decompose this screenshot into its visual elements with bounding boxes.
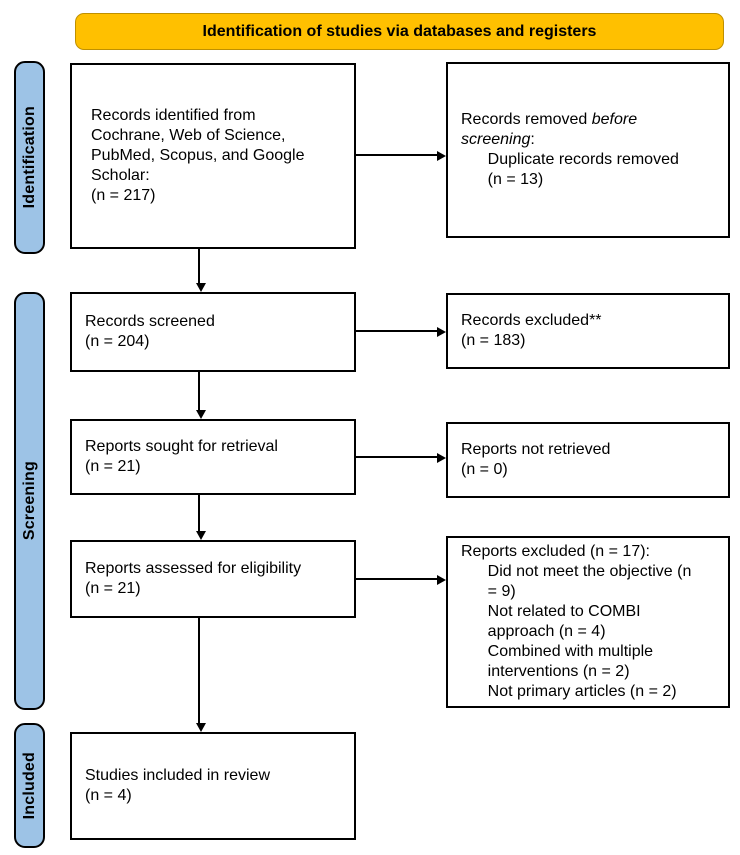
box-records-screened: Records screened (n = 204): [70, 292, 356, 372]
reports-not-retrieved-text: Reports not retrieved (n = 0): [461, 441, 611, 478]
records-removed-italic-1: before: [591, 111, 638, 128]
records-excluded-text: Records excluded** (n = 183): [461, 312, 602, 349]
stage-label-identification: Identification: [20, 106, 38, 209]
reports-excluded-text: Reports excluded (n = 17): Did not meet …: [461, 543, 692, 700]
box-reports-excluded: Reports excluded (n = 17): Did not meet …: [446, 536, 730, 708]
stage-label-screening: Screening: [20, 461, 38, 541]
arrow-sought-to-not-retrieved: [356, 452, 446, 463]
records-screened-text: Records screened (n = 204): [85, 313, 215, 350]
banner: Identification of studies via databases …: [75, 13, 724, 50]
box-reports-sought: Reports sought for retrieval (n = 21): [70, 419, 356, 495]
arrow-identified-to-screened: [195, 249, 206, 292]
reports-sought-text: Reports sought for retrieval (n = 21): [85, 438, 278, 475]
arrow-assessed-to-excluded-reports: [356, 574, 446, 585]
stage-bar-included: Included: [14, 723, 45, 848]
records-removed-heading-line2: screening:: [461, 130, 679, 150]
box-records-removed: Records removed before screening: Duplic…: [446, 62, 730, 238]
records-removed-pre: Records removed: [461, 111, 592, 128]
stage-bar-identification: Identification: [14, 61, 45, 254]
records-removed-detail: Duplicate records removed (n = 13): [487, 151, 679, 188]
arrow-screened-to-sought: [195, 372, 206, 419]
arrow-sought-to-assessed: [195, 495, 206, 540]
records-removed-heading-line1: Records removed before: [461, 110, 679, 130]
arrow-screened-to-excluded: [356, 326, 446, 337]
box-reports-assessed: Reports assessed for eligibility (n = 21…: [70, 540, 356, 618]
records-removed-post: :: [530, 131, 535, 148]
box-studies-included: Studies included in review (n = 4): [70, 732, 356, 840]
stage-label-included: Included: [20, 751, 38, 820]
studies-included-text: Studies included in review (n = 4): [85, 767, 270, 804]
banner-title: Identification of studies via databases …: [202, 22, 597, 40]
arrow-identified-to-removed: [356, 150, 446, 161]
reports-assessed-text: Reports assessed for eligibility (n = 21…: [85, 560, 302, 597]
box-reports-not-retrieved: Reports not retrieved (n = 0): [446, 422, 730, 498]
box-records-excluded: Records excluded** (n = 183): [446, 293, 730, 369]
arrow-assessed-to-included: [195, 618, 206, 732]
records-removed-italic-2: screening: [461, 131, 531, 148]
box-records-identified: Records identified from Cochrane, Web of…: [70, 63, 356, 249]
stage-bar-screening: Screening: [14, 292, 45, 710]
records-identified-text: Records identified from Cochrane, Web of…: [91, 107, 305, 204]
